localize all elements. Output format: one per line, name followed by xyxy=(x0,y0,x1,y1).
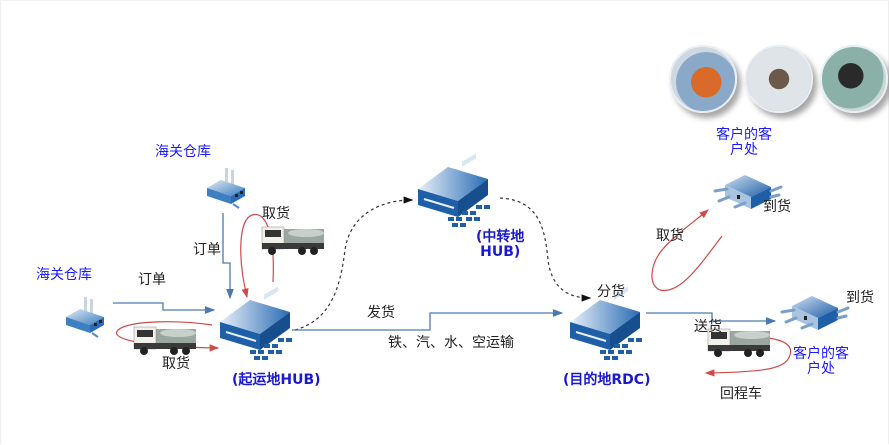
transit-hub-label-line1: (中转地 xyxy=(476,229,525,245)
pickup-left-label: 取货 xyxy=(162,356,190,372)
server-hub-icon xyxy=(219,285,293,361)
office-worker-photo xyxy=(745,45,813,113)
destination-rdc-label: (目的地RDC) xyxy=(563,372,651,388)
factory-icon xyxy=(206,167,246,209)
transport-modes-label: 铁、汽、水、空运输 xyxy=(388,335,514,351)
customer-bottom-label-line2: 户处 xyxy=(807,361,835,378)
pickup-top-label: 取货 xyxy=(262,206,290,222)
order-top-label: 订单 xyxy=(193,242,221,258)
customer-top-label-line2: 户处 xyxy=(730,142,758,159)
transit-hub-label: (中转地 HUB) xyxy=(476,229,525,261)
connector-icon xyxy=(780,294,850,332)
arrive-bottom-label: 到货 xyxy=(846,290,874,306)
customs-warehouse-top-label: 海关仓库 xyxy=(155,144,211,160)
deliver-label: 送货 xyxy=(694,319,722,335)
customer-bottom-label-line1: 客户的客 xyxy=(793,346,849,362)
walking-people-photo xyxy=(820,45,888,113)
truck-icon xyxy=(261,226,325,256)
origin-hub-label: (起运地HUB) xyxy=(232,372,321,388)
transit-route-out xyxy=(294,196,414,331)
server-hub-icon xyxy=(417,152,491,228)
pickup-loop-right xyxy=(651,209,723,292)
arrive-top-label: 到货 xyxy=(763,199,791,215)
ship-arrow xyxy=(292,309,564,331)
ship-label: 发货 xyxy=(367,305,395,321)
order-left-label: 订单 xyxy=(138,272,166,288)
truck-photo xyxy=(669,45,737,113)
customs-warehouse-left-label: 海关仓库 xyxy=(36,267,92,283)
customer-top-label-line1: 客户的客 xyxy=(716,127,772,143)
return-truck-label: 回程车 xyxy=(720,386,762,402)
deliver-arrow xyxy=(646,312,777,325)
transit-hub-label-line2: HUB) xyxy=(480,244,521,261)
customer-bottom-label: 客户的客 户处 xyxy=(793,346,849,378)
order-arrow-top xyxy=(222,213,234,300)
pickup-right-label: 取货 xyxy=(656,228,684,244)
transit-route-in xyxy=(499,197,592,302)
customer-top-label: 客户的客 户处 xyxy=(716,127,772,159)
factory-icon xyxy=(65,296,105,338)
truck-icon xyxy=(133,326,197,356)
distribute-label: 分货 xyxy=(597,284,625,300)
order-arrow-left xyxy=(113,302,216,314)
